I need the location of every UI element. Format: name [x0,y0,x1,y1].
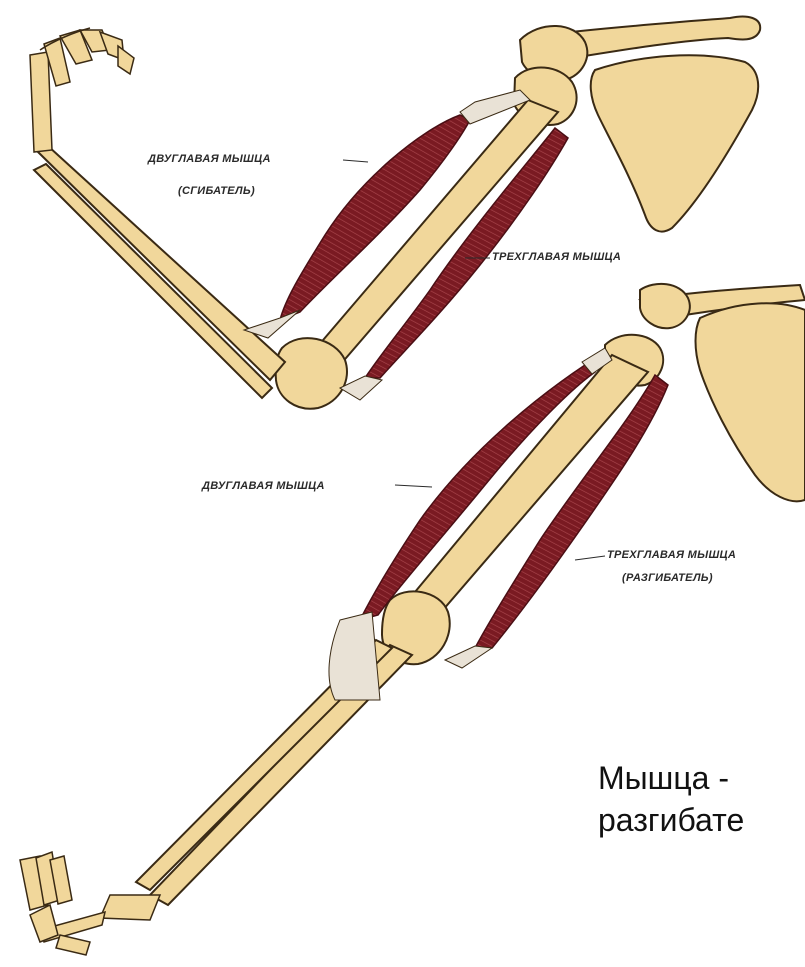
bottom-biceps-muscle [360,365,595,620]
top-radius [36,146,285,380]
top-hand [30,28,134,152]
caption-line-2: разгибате [598,800,744,840]
caption-line-1: Мышца - [598,758,729,798]
label-top-triceps-name: ТРЕХГЛАВАЯ МЫШЦА [492,251,621,264]
bottom-triceps-tendon [445,646,492,668]
label-bottom-triceps-role: (РАЗГИБАТЕЛЬ) [622,572,713,585]
leader-top-biceps [343,160,368,162]
top-elbow [276,338,347,409]
bottom-arm [20,284,805,955]
label-top-biceps-name: ДВУГЛАВАЯ МЫШЦА [148,153,271,166]
label-bottom-triceps-name: ТРЕХГЛАВАЯ МЫШЦА [607,549,736,562]
bottom-hand [20,852,160,955]
top-ulna [34,164,272,398]
label-top-biceps-role: (СГИБАТЕЛЬ) [178,185,255,198]
bottom-biceps-lower-tendon [329,612,380,700]
bottom-scapula [696,303,805,501]
top-scapula [591,55,758,231]
leader-bottom-biceps [395,485,432,487]
label-bottom-biceps-name: ДВУГЛАВАЯ МЫШЦА [202,480,325,493]
bottom-shoulder-head [640,284,690,328]
leader-bottom-triceps [575,556,605,560]
